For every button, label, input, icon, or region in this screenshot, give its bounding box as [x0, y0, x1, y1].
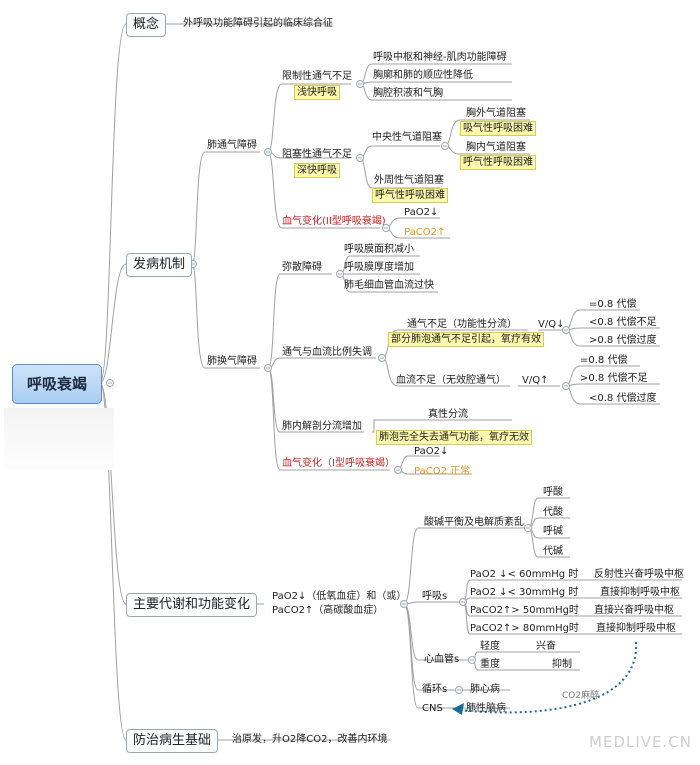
vq-under-tag: 部分肺泡通气不足引起，氧疗有效 [388, 332, 544, 347]
type2-paco2: PaCO2↑ [404, 227, 446, 238]
resp-effect-1: 反射性兴奋呼吸中枢 [594, 569, 684, 580]
obstructive-tag: 深快呼吸 [294, 163, 340, 178]
diffusion-item-2: 呼吸膜厚度增加 [344, 262, 414, 273]
acid-base-item-1: 呼酸 [543, 487, 563, 498]
resp-cond-4: PaCO2↑> 80mmHg时 [470, 623, 579, 634]
diffusion-item-3: 肺毛细血管血流过快 [344, 280, 434, 291]
extrathoracic-tag: 吸气性呼吸困难 [460, 121, 536, 136]
intrathoracic-tag: 呼气性呼吸困难 [460, 155, 536, 170]
extrathoracic-node: 胸外气道阻塞 [466, 108, 526, 119]
cns-node[interactable]: CNS [422, 703, 443, 714]
watermark: MEDLIVE.CN [589, 733, 692, 751]
acid-base-node[interactable]: 酸碱平衡及电解质紊乱 [424, 517, 524, 528]
concept-node[interactable]: 概念 [126, 13, 167, 37]
vq-flow-node[interactable]: 血流不足（无效腔通气） [396, 375, 506, 386]
type2-pao2: PaO2↓ [404, 207, 439, 218]
cardio-effect-2: 抑制 [552, 659, 572, 670]
cardiovascular-node[interactable]: 心血管s [424, 654, 460, 665]
obstructive-node[interactable]: 阻塞性通气不足 [282, 149, 352, 160]
vq-low-item-2: <0.8 代偿不足 [589, 317, 657, 328]
prevention-desc: 治原发，升O2降CO2，改善内环境 [232, 734, 388, 745]
restrictive-node[interactable]: 限制性通气不足 [282, 71, 352, 82]
true-shunt-label: 真性分流 [428, 409, 468, 420]
vq-high-item-1: =0.8 代偿 [580, 355, 628, 366]
blood-gas-type2-node[interactable]: 血气变化(II型呼吸衰竭) [282, 216, 386, 227]
blood-gas-type1-node[interactable]: 血气变化（I型呼吸衰竭） [282, 458, 395, 469]
root-node[interactable]: 呼吸衰竭 [12, 364, 102, 404]
metabolic-node[interactable]: 主要代谢和功能变化 [126, 593, 258, 617]
restrictive-tag: 浅快呼吸 [294, 85, 340, 100]
type1-pao2: PaO2↓ [414, 446, 449, 457]
exchange-node[interactable]: 肺换气障碍 [207, 356, 257, 367]
peripheral-tag: 呼气性呼吸困难 [372, 188, 448, 203]
vq-high-item-2: >0.8 代偿不足 [580, 373, 648, 384]
circulation-item: 肺心病 [470, 684, 500, 695]
resp-cond-3: PaCO2↑> 50mmHg时 [470, 605, 579, 616]
resp-cond-2: PaO2 ↓< 30mmHg 时 [470, 587, 579, 598]
respiratory-node[interactable]: 呼吸s [422, 591, 448, 602]
central-obstruction-node[interactable]: 中央性气道阻塞 [372, 132, 442, 143]
vq-under-node[interactable]: 通气不足（功能性分流） [407, 319, 517, 330]
diffusion-item-1: 呼吸膜面积减小 [344, 244, 414, 255]
vq-high-ratio: V/Q↑ [522, 375, 549, 386]
shunt-node[interactable]: 肺内解剖分流增加 [282, 421, 362, 432]
vq-high-item-3: <0.8 代偿过度 [589, 393, 657, 404]
circulation-node[interactable]: 循环s [422, 684, 448, 695]
restrictive-cause-1: 呼吸中枢和神经-肌肉功能障碍 [373, 52, 507, 63]
vq-low-ratio: V/Q↓ [538, 319, 565, 330]
blurred-region [4, 408, 114, 470]
acid-base-item-2: 代酸 [543, 507, 563, 518]
cardio-effect-1: 兴奋 [536, 641, 556, 652]
restrictive-cause-2: 胸廓和肺的顺应性降低 [373, 70, 473, 81]
cardio-level-1: 轻度 [480, 641, 500, 652]
type1-paco2: PaCO2 正常 [414, 466, 471, 477]
cns-item: 肺性脑病 [466, 703, 506, 714]
shunt-tag: 肺泡完全失去通气功能，氧疗无效 [376, 430, 532, 445]
resp-effect-3: 直接兴奋呼吸中枢 [594, 605, 674, 616]
co2-arrow [457, 641, 638, 714]
ventilation-node[interactable]: 肺通气障碍 [207, 140, 257, 151]
acid-base-item-4: 代碱 [543, 546, 563, 557]
resp-effect-4: 直接抑制呼吸中枢 [596, 623, 676, 634]
vq-low-item-3: >0.8 代偿过度 [589, 335, 657, 346]
diffusion-node[interactable]: 弥散障碍 [282, 262, 322, 273]
intrathoracic-node: 胸内气道阻塞 [466, 142, 526, 153]
vq-mismatch-node[interactable]: 通气与血流比例失调 [282, 347, 372, 358]
peripheral-obstruction-node[interactable]: 外周性气道阻塞 [374, 175, 444, 186]
metabolic-gas-line-2: PaCO2↑（高碳酸血症） [272, 605, 384, 616]
metabolic-gas-line-1: PaO2↓（低氧血症）和（或） [272, 591, 407, 602]
vq-low-item-1: =0.8 代偿 [589, 299, 637, 310]
resp-cond-1: PaO2 ↓< 60mmHg 时 [470, 569, 579, 580]
restrictive-cause-3: 胸腔积液和气胸 [373, 88, 443, 99]
cardio-level-2: 重度 [480, 659, 500, 670]
concept-desc: 外呼吸功能障碍引起的临床综合征 [183, 18, 333, 29]
acid-base-item-3: 呼碱 [543, 526, 563, 537]
co2-narcosis-label: CO2麻醉 [562, 691, 600, 701]
resp-effect-2: 直接抑制呼吸中枢 [600, 587, 680, 598]
mechanism-node[interactable]: 发病机制 [126, 253, 193, 277]
prevention-node[interactable]: 防治病生基础 [126, 729, 219, 753]
